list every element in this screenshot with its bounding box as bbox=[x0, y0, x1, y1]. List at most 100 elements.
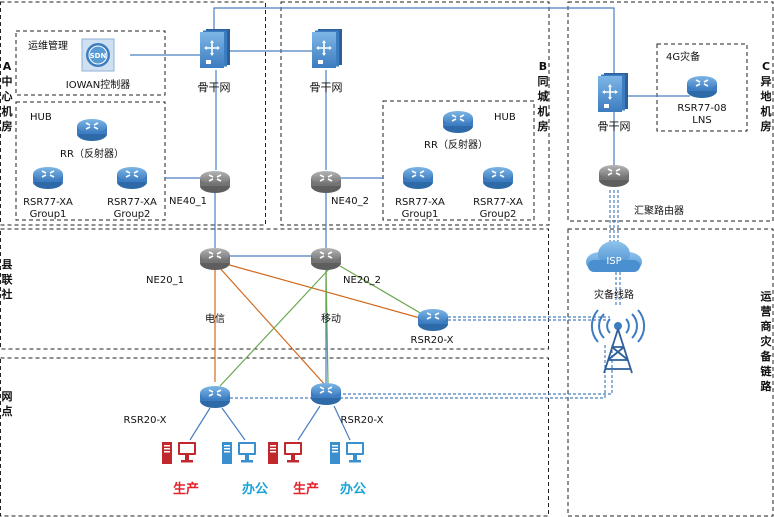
cell-tower-icon[interactable] bbox=[590, 309, 646, 374]
rsr20-branch2-icon[interactable] bbox=[310, 382, 342, 406]
ne20-1-label: NE20_1 bbox=[146, 275, 184, 286]
rsr77-a1-line2: Group1 bbox=[30, 209, 67, 220]
rsr77-a1-line1: RSR77-XA bbox=[23, 197, 73, 208]
region-label-char: A bbox=[3, 60, 12, 73]
rsr77-b2-line2: Group2 bbox=[480, 209, 517, 220]
region-label-char: 机 bbox=[538, 104, 549, 118]
lte-backup-box bbox=[656, 43, 748, 132]
rr-a-label: RR（反射器） bbox=[60, 148, 124, 160]
rsr77-b1-line1: RSR77-XA bbox=[395, 197, 445, 208]
region-county-box bbox=[0, 228, 549, 350]
region-label-char: 备 bbox=[760, 349, 773, 363]
rsr77-b2-line1: RSR77-XA bbox=[473, 197, 523, 208]
rsr77-b1-icon[interactable] bbox=[402, 166, 434, 190]
rsr20-branch2-label: RSR20-X bbox=[341, 415, 384, 426]
region-b-box bbox=[280, 1, 550, 226]
mobile-label: 移动 bbox=[321, 312, 341, 325]
region-branch-label: 网点 bbox=[2, 390, 13, 418]
office-2-icon[interactable] bbox=[330, 442, 364, 464]
region-label-char: 联 bbox=[2, 272, 13, 286]
rr-b-icon[interactable] bbox=[442, 110, 474, 134]
region-label-char: 营 bbox=[761, 304, 772, 318]
region-label-char: 同 bbox=[538, 75, 549, 88]
region-label-char: 点 bbox=[2, 404, 13, 418]
rsr20-county-label: RSR20-X bbox=[411, 335, 454, 346]
telecom-label: 电信 bbox=[205, 312, 225, 325]
region-label-char: 机 bbox=[2, 104, 13, 118]
agg-router-icon[interactable] bbox=[598, 164, 630, 188]
links bbox=[130, 7, 690, 441]
region-label-char: 机 bbox=[761, 104, 772, 118]
backbone-a-label: 骨干网 bbox=[198, 81, 231, 94]
branch-endpoint-links bbox=[189, 405, 351, 441]
hub-a-label: HUB bbox=[30, 112, 52, 123]
ops-label: 运维管理 bbox=[28, 39, 68, 52]
controller-badge: SDN bbox=[90, 52, 107, 60]
region-label-char: B bbox=[539, 60, 547, 73]
rsr20-branch1-icon[interactable] bbox=[199, 385, 231, 409]
region-label-char: 链 bbox=[761, 364, 773, 378]
ne40-1-label: NE40_1 bbox=[169, 196, 207, 207]
rsr77-b2-icon[interactable] bbox=[482, 166, 514, 190]
ne40-2-label: NE40_2 bbox=[331, 196, 369, 207]
agg-router-label: 汇聚路由器 bbox=[634, 204, 684, 217]
isp-label: ISP bbox=[606, 256, 621, 267]
production-2-icon[interactable] bbox=[268, 442, 302, 464]
rr-b-label: RR（反射器） bbox=[424, 139, 488, 151]
rsr77-a2-icon[interactable] bbox=[116, 166, 148, 190]
link-backbone-loop bbox=[213, 7, 615, 76]
hub-b-box bbox=[382, 100, 535, 221]
backbone-b-label: 骨干网 bbox=[310, 81, 343, 94]
telecom-links bbox=[214, 263, 421, 387]
rsr77-a1-icon[interactable] bbox=[32, 166, 64, 190]
ne40-1-icon[interactable] bbox=[199, 170, 231, 194]
ne20-2-label: NE20_2 bbox=[343, 275, 381, 286]
controller-label: IOWAN控制器 bbox=[66, 78, 130, 91]
region-label-char: 网 bbox=[2, 390, 13, 403]
region-label-char: 社 bbox=[1, 287, 13, 301]
rsr20-county-icon[interactable] bbox=[417, 308, 449, 332]
backbone-b-icon[interactable] bbox=[311, 28, 343, 69]
region-carrier-box bbox=[567, 228, 774, 517]
backbone-c-icon[interactable] bbox=[597, 72, 629, 113]
ne20-2-icon[interactable] bbox=[310, 247, 342, 271]
ne40-2-icon[interactable] bbox=[310, 170, 342, 194]
rr-a-icon[interactable] bbox=[76, 118, 108, 142]
rsr77-b1-line2: Group1 bbox=[402, 209, 439, 220]
mobile-links bbox=[219, 265, 423, 387]
region-label-char: 心 bbox=[2, 90, 13, 103]
region-label-char: 房 bbox=[2, 119, 13, 133]
backup-links bbox=[230, 190, 621, 399]
region-label-char: 路 bbox=[761, 379, 773, 393]
backbone-a-icon[interactable] bbox=[199, 28, 231, 69]
office-1-label: 办公 bbox=[242, 481, 268, 497]
region-label-char: 房 bbox=[761, 119, 772, 133]
rsr77-08-line1: RSR77-08 bbox=[677, 103, 726, 114]
region-c-box bbox=[567, 1, 774, 222]
rsr77-08-line2: LNS bbox=[692, 115, 711, 126]
rsr77-a2-line2: Group2 bbox=[114, 209, 151, 220]
office-2-label: 办公 bbox=[340, 481, 366, 497]
ne20-1-icon[interactable] bbox=[199, 247, 231, 271]
region-label-char: 中 bbox=[2, 74, 13, 88]
production-1-icon[interactable] bbox=[162, 442, 196, 464]
office-1-icon[interactable] bbox=[222, 442, 256, 464]
production-1-label: 生产 bbox=[173, 481, 199, 497]
region-label-char: 异 bbox=[761, 75, 772, 88]
region-label-char: 运 bbox=[761, 290, 772, 303]
region-label-char: 城 bbox=[538, 89, 549, 103]
iowan-controller-icon[interactable]: SDN bbox=[81, 38, 115, 72]
region-label-char: C bbox=[762, 60, 770, 73]
hub-b-label: HUB bbox=[494, 112, 516, 123]
isp-cloud-icon[interactable]: ISP bbox=[586, 241, 642, 272]
rsr77-08-icon[interactable] bbox=[686, 75, 718, 99]
region-label-char: 灾 bbox=[761, 334, 773, 348]
lte-backup-label: 4G灾备 bbox=[666, 50, 700, 63]
region-branch-box bbox=[0, 357, 549, 517]
